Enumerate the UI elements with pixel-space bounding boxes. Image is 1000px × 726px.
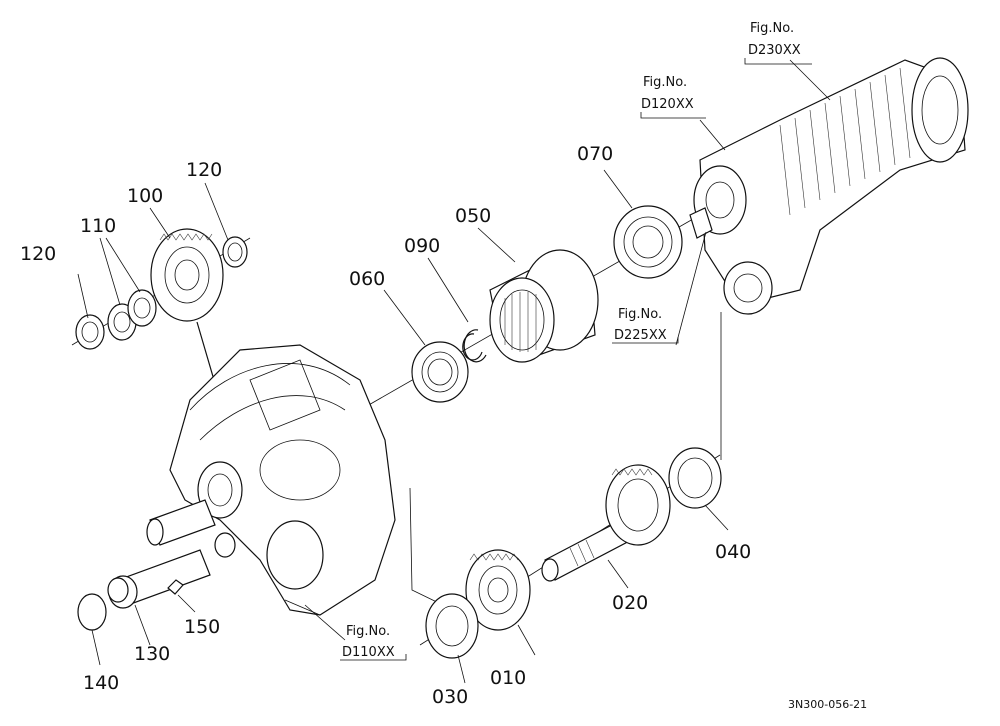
- part-110-bearings: [107, 289, 157, 341]
- callout-120-left: 120: [20, 243, 56, 265]
- part-150-pin: [167, 579, 184, 595]
- fig-ref-d225: Fig.No. D225XX: [612, 307, 679, 344]
- callout-010: 010: [490, 667, 526, 689]
- callout-130: 130: [134, 643, 170, 665]
- fig-ref-d110: Fig.No. D110XX: [340, 624, 407, 661]
- upper-shaft-assembly: [689, 57, 969, 315]
- callout-090: 090: [404, 235, 440, 257]
- callout-020: 020: [612, 592, 648, 614]
- part-010-gear: [465, 549, 531, 631]
- fig-ref-caption: Fig.No.: [750, 21, 794, 36]
- part-120-washer-right: [222, 236, 248, 268]
- callout-060: 060: [349, 268, 385, 290]
- fig-ref-code: D225XX: [614, 328, 667, 343]
- fig-ref-code: D110XX: [342, 645, 395, 660]
- callout-labels: 010 020 030 040 050 060 070 090 100 110 …: [20, 143, 751, 708]
- leader-lines: [77, 59, 831, 684]
- part-100-gear: [150, 228, 224, 322]
- part-130-shaft: [107, 549, 211, 609]
- fig-ref-d230: Fig.No. D230XX: [744, 21, 812, 65]
- callout-050: 050: [455, 205, 491, 227]
- part-040-bearing: [668, 447, 722, 509]
- callout-040: 040: [715, 541, 751, 563]
- fig-ref-code: D120XX: [641, 97, 694, 112]
- fig-ref-caption: Fig.No.: [643, 75, 687, 90]
- callout-150: 150: [184, 616, 220, 638]
- callout-120-right: 120: [186, 159, 222, 181]
- part-050-gear: [489, 249, 599, 363]
- input-stub-shaft: [146, 499, 216, 546]
- callout-070: 070: [577, 143, 613, 165]
- part-020-shaft: [541, 464, 671, 582]
- part-120-washer-left: [75, 314, 105, 350]
- callout-030: 030: [432, 686, 468, 708]
- housing: [169, 344, 396, 616]
- fig-ref-caption: Fig.No.: [618, 307, 662, 322]
- part-140-o-ring: [77, 593, 107, 631]
- drawing-code: 3N300-056-21: [788, 698, 867, 711]
- part-070-bearing: [613, 205, 683, 279]
- part-030-bearing: [425, 593, 479, 659]
- fig-ref-caption: Fig.No.: [346, 624, 390, 639]
- fig-ref-code: D230XX: [748, 43, 801, 58]
- part-090-snap-ring: [462, 329, 487, 363]
- fig-ref-d120: Fig.No. D120XX: [640, 75, 706, 119]
- callout-140: 140: [83, 672, 119, 694]
- callout-110: 110: [80, 215, 116, 237]
- part-060-seal: [411, 341, 469, 403]
- callout-100: 100: [127, 185, 163, 207]
